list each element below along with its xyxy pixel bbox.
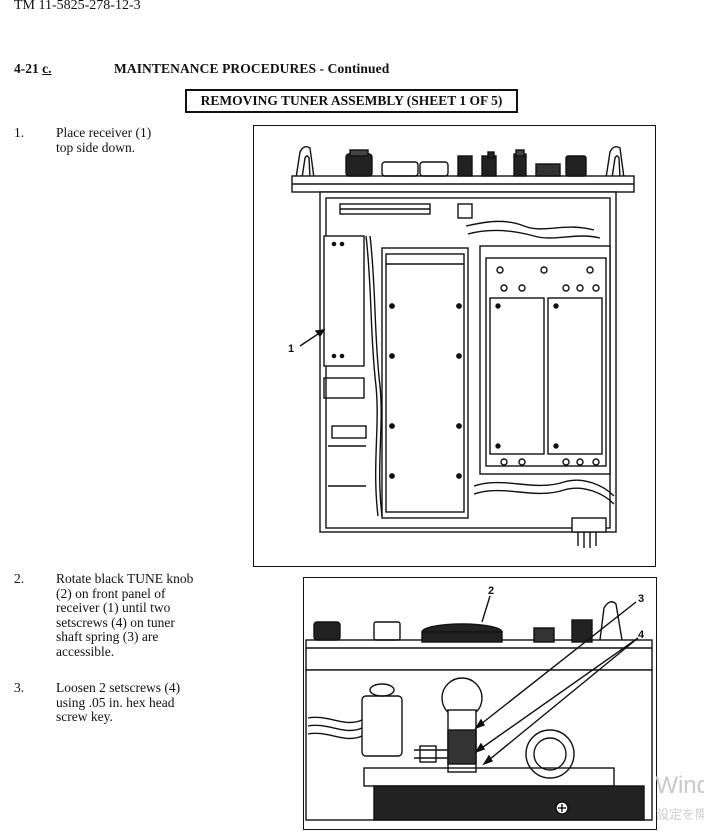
figure-receiver-top-down: 1 — [253, 125, 656, 567]
section-sub-letter: c. — [42, 61, 52, 76]
step-number: 3. — [14, 680, 25, 695]
activation-watermark-subtext: 設定を開 — [655, 808, 704, 823]
document-number: TM 11-5825-278-12-3 — [14, 0, 141, 13]
callout-2: 2 — [488, 585, 494, 597]
section-title: MAINTENANCE PROCEDURES - Continued — [114, 61, 390, 76]
callout-4: 4 — [638, 629, 645, 641]
step-number: 2. — [14, 571, 25, 586]
step-1: 1. Place receiver (1) top side down. — [14, 125, 234, 166]
step-2: 2. Rotate black TUNE knob (2) on front p… — [14, 571, 244, 667]
step-text: Loosen 2 setscrews (4) using .05 in. hex… — [56, 680, 181, 724]
procedure-title: REMOVING TUNER ASSEMBLY (SHEET 1 OF 5) — [200, 93, 503, 108]
step-3: 3. Loosen 2 setscrews (4) using .05 in. … — [14, 680, 244, 731]
callout-1: 1 — [288, 343, 294, 355]
section-number: 4-21 c. — [14, 61, 52, 77]
procedure-title-box: REMOVING TUNER ASSEMBLY (SHEET 1 OF 5) — [185, 89, 518, 113]
step-text: Rotate black TUNE knob (2) on front pane… — [56, 571, 194, 659]
section-number-main: 4-21 — [14, 61, 39, 76]
callout-3: 3 — [638, 593, 644, 605]
figure-tune-knob-detail: 2 3 4 — [303, 577, 657, 830]
tuner-detail-illustration: 2 3 4 — [305, 585, 653, 821]
receiver-illustration: 1 — [288, 145, 635, 548]
step-number: 1. — [14, 125, 25, 140]
activation-watermark: Wind — [655, 772, 704, 799]
step-text: Place receiver (1) top side down. — [56, 125, 152, 155]
